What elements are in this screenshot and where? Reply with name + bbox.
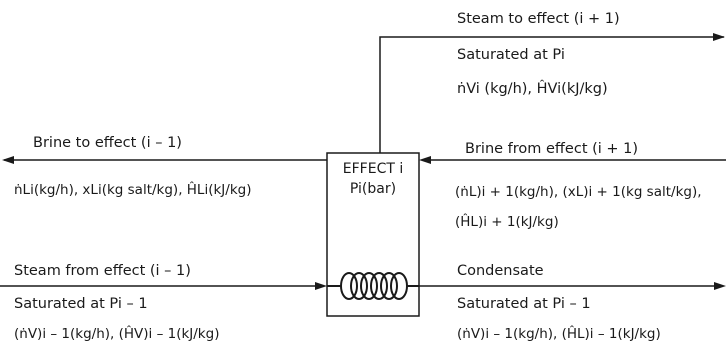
steam-out-line [379,33,725,153]
effect-title: EFFECT i [342,161,404,177]
steam-out-state: Saturated at Pi [457,47,565,63]
brine-out-arrowhead [2,156,14,164]
steam-in-arrowhead [315,282,327,290]
brine-out-title: Brine to effect (i – 1) [33,135,182,151]
condensate-arrowhead [714,282,726,290]
steam-in-state: Saturated at Pi – 1 [14,296,148,312]
condensate-state: Saturated at Pi – 1 [457,296,591,312]
brine-in-arrowhead [419,156,431,164]
heating-coil-icon [327,272,419,300]
brine-out-variables: ṅLi(kg/h), xLi(kg salt/kg), ĤLi(kJ/kg) [14,182,252,198]
steam-in-variables: (ṅV)i – 1(kg/h), (ĤV)i – 1(kJ/kg) [14,326,220,342]
effect-box [326,152,420,317]
brine-in-title: Brine from effect (i + 1) [465,141,639,157]
condensate-title: Condensate [457,263,544,279]
steam-out-title: Steam to effect (i + 1) [457,11,620,27]
condensate-variables: (ṅV)i – 1(kg/h), (ĤL)i – 1(kJ/kg) [457,326,661,342]
steam-in-title: Steam from effect (i – 1) [14,263,191,279]
effect-pressure: Pi(bar) [349,181,397,197]
steam-out-variables: ṅVi (kg/h), ĤVi(kJ/kg) [457,81,608,97]
brine-in-variables: (ṅL)i + 1(kg/h), (xL)i + 1(kg salt/kg), [455,184,702,200]
brine-in-enthalpy: (ĤL)i + 1(kJ/kg) [455,214,559,230]
